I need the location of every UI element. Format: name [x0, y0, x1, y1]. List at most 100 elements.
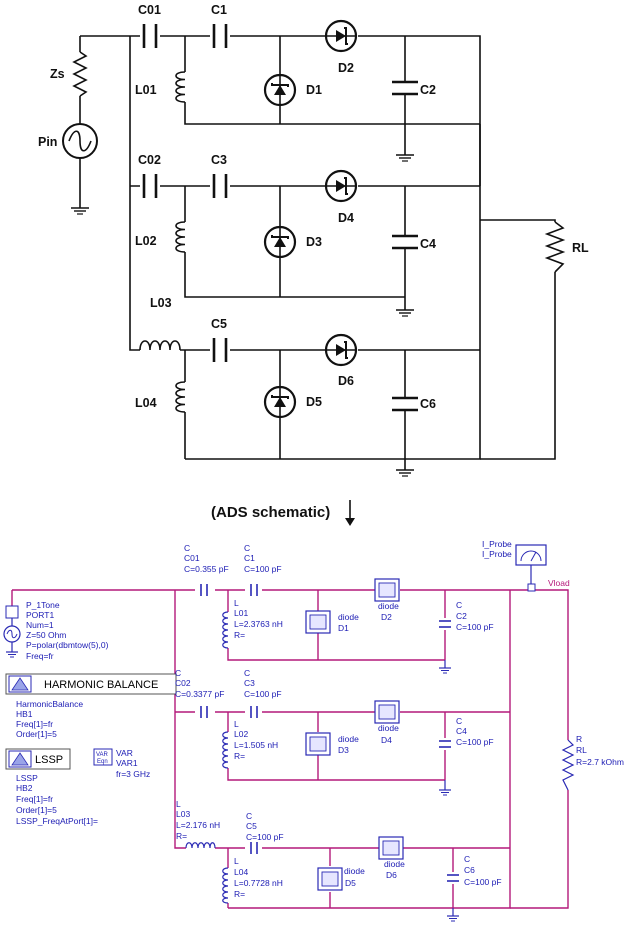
- svg-text:diode: diode: [338, 734, 359, 744]
- label-D6: D6: [338, 374, 354, 388]
- svg-text:Num=1: Num=1: [26, 620, 54, 630]
- svg-text:LSSP: LSSP: [16, 773, 38, 783]
- svg-text:C=100 pF: C=100 pF: [246, 832, 284, 842]
- label-Pin: Pin: [38, 135, 57, 149]
- label-D2: D2: [338, 61, 354, 75]
- var-icon-label-1: VAR: [96, 752, 109, 758]
- lssp-params: LSSP HB2 Freq[1]=fr Order[1]=5 LSSP_Freq…: [16, 773, 98, 826]
- c1-params: C C1 C=100 pF: [244, 543, 282, 574]
- svg-text:C02: C02: [175, 678, 191, 688]
- svg-text:C=100 pF: C=100 pF: [244, 689, 282, 699]
- label-C6: C6: [420, 397, 436, 411]
- label-C02: C02: [138, 153, 161, 167]
- svg-text:R=: R=: [234, 751, 245, 761]
- d5-params: diode D5: [344, 866, 365, 888]
- svg-text:C2: C2: [456, 611, 467, 621]
- svg-text:R=: R=: [234, 889, 245, 899]
- label-C1: C1: [211, 3, 227, 17]
- svg-text:L=1.505 nH: L=1.505 nH: [234, 740, 278, 750]
- var-params: VAR VAR1 fr=3 GHz: [116, 748, 150, 779]
- svg-text:R=: R=: [234, 630, 245, 640]
- svg-text:L=0.7728 nH: L=0.7728 nH: [234, 878, 283, 888]
- svg-text:C: C: [456, 600, 462, 610]
- svg-text:VAR1: VAR1: [116, 758, 138, 768]
- iprobe-params: I_Probe I_Probe: [482, 539, 512, 559]
- svg-text:P_1Tone: P_1Tone: [26, 600, 60, 610]
- label-C5: C5: [211, 317, 227, 331]
- svg-text:Freq=fr: Freq=fr: [26, 651, 54, 661]
- ads-schematic: HARMONIC BALANCE LSSP VAR Eqn Vload P_1T…: [3, 539, 624, 922]
- svg-text:diode: diode: [384, 859, 405, 869]
- svg-text:C: C: [464, 854, 470, 864]
- svg-text:L03: L03: [176, 809, 190, 819]
- label-Zs: Zs: [50, 67, 65, 81]
- caption-ads-schematic: (ADS schematic): [211, 504, 330, 521]
- svg-text:HB1: HB1: [16, 709, 33, 719]
- d4-params: diode D4: [378, 723, 399, 745]
- label-C01: C01: [138, 3, 161, 17]
- label-C3: C3: [211, 153, 227, 167]
- d6-params: diode D6: [384, 859, 405, 880]
- svg-text:C3: C3: [244, 678, 255, 688]
- svg-text:C=100 pF: C=100 pF: [456, 622, 494, 632]
- svg-text:fr=3 GHz: fr=3 GHz: [116, 769, 150, 779]
- c02-params: C C02 C=0.3377 pF: [175, 668, 224, 699]
- svg-text:R=: R=: [176, 831, 187, 841]
- hb-params: HarmonicBalance HB1 Freq[1]=fr Order[1]=…: [16, 699, 83, 739]
- top-schematic: C01 C1 L01 D1 D2 C2 Zs Pin C02 C3 L02 D3…: [38, 3, 589, 477]
- rl-params: R RL R=2.7 kOhm: [576, 734, 624, 767]
- l03-params: L L03 L=2.176 nH R=: [176, 799, 220, 841]
- c3-params: C C3 C=100 pF: [244, 668, 282, 699]
- svg-text:C01: C01: [184, 553, 200, 563]
- svg-text:R: R: [576, 734, 582, 744]
- svg-text:D4: D4: [381, 735, 392, 745]
- svg-text:Freq[1]=fr: Freq[1]=fr: [16, 794, 53, 804]
- svg-text:L=2.3763 nH: L=2.3763 nH: [234, 619, 283, 629]
- svg-text:C=0.3377 pF: C=0.3377 pF: [175, 689, 224, 699]
- svg-text:D2: D2: [381, 612, 392, 622]
- svg-text:I_Probe: I_Probe: [482, 549, 512, 559]
- svg-text:P=polar(dbmtow(5),0): P=polar(dbmtow(5),0): [26, 640, 109, 650]
- svg-text:C: C: [244, 543, 250, 553]
- svg-text:VAR: VAR: [116, 748, 133, 758]
- svg-text:C6: C6: [464, 865, 475, 875]
- svg-text:D1: D1: [338, 623, 349, 633]
- svg-text:C=100 pF: C=100 pF: [244, 564, 282, 574]
- svg-text:C: C: [244, 668, 250, 678]
- svg-text:C5: C5: [246, 821, 257, 831]
- svg-text:C=0.355 pF: C=0.355 pF: [184, 564, 229, 574]
- label-D3: D3: [306, 235, 322, 249]
- harmonic-balance-box: HARMONIC BALANCE: [44, 679, 158, 691]
- l04-params: L L04 L=0.7728 nH R=: [234, 856, 283, 899]
- svg-text:L: L: [234, 598, 239, 608]
- label-RL: RL: [572, 241, 589, 255]
- d1-params: diode D1: [338, 612, 359, 633]
- var-icon-label-2: Eqn: [97, 759, 108, 765]
- svg-text:R=2.7 kOhm: R=2.7 kOhm: [576, 757, 624, 767]
- svg-text:L02: L02: [234, 729, 248, 739]
- svg-text:C: C: [184, 543, 190, 553]
- svg-text:diode: diode: [378, 723, 399, 733]
- c01-params: C C01 C=0.355 pF: [184, 543, 229, 574]
- svg-text:L: L: [234, 856, 239, 866]
- svg-text:C=100 pF: C=100 pF: [456, 737, 494, 747]
- svg-text:Order[1]=5: Order[1]=5: [16, 805, 57, 815]
- svg-text:C: C: [456, 716, 462, 726]
- label-L01: L01: [135, 83, 157, 97]
- label-D4: D4: [338, 211, 354, 225]
- d3-params: diode D3: [338, 734, 359, 755]
- l01-params: L L01 L=2.3763 nH R=: [234, 598, 283, 640]
- svg-text:L=2.176 nH: L=2.176 nH: [176, 820, 220, 830]
- svg-text:HarmonicBalance: HarmonicBalance: [16, 699, 83, 709]
- svg-text:diode: diode: [378, 601, 399, 611]
- label-C2: C2: [420, 83, 436, 97]
- svg-text:D5: D5: [345, 878, 356, 888]
- c6-params: C C6 C=100 pF: [464, 854, 502, 887]
- label-D1: D1: [306, 83, 322, 97]
- svg-text:D6: D6: [386, 870, 397, 880]
- svg-text:Freq[1]=fr: Freq[1]=fr: [16, 719, 53, 729]
- svg-text:L01: L01: [234, 608, 248, 618]
- label-D5: D5: [306, 395, 322, 409]
- svg-text:Order[1]=5: Order[1]=5: [16, 729, 57, 739]
